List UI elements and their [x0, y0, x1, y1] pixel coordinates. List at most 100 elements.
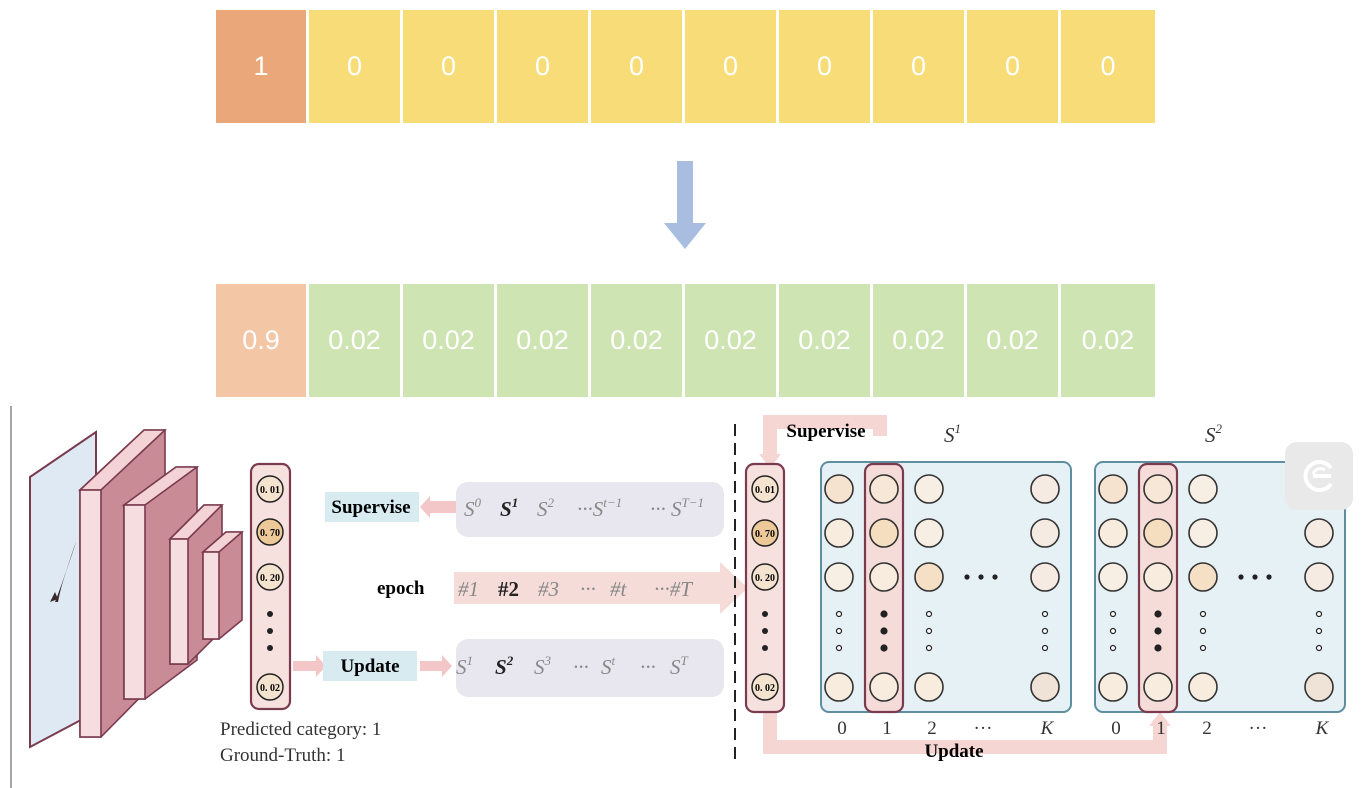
- smoothed-cell-6: 0.02: [779, 284, 873, 397]
- epoch-arrow: [454, 562, 748, 614]
- upd-seq-6: ST: [670, 653, 689, 679]
- m2-col-3: ···: [1249, 718, 1268, 739]
- arrow-head: [664, 223, 706, 249]
- matrix2-cell: [1188, 562, 1218, 592]
- right-prob-2: 0. 20: [755, 573, 775, 584]
- upd-seq-3: ···: [573, 655, 589, 679]
- matrix2-cell: [1143, 562, 1173, 592]
- one-hot-cell-7: 0: [873, 10, 967, 123]
- supervise-arrow: [420, 496, 456, 518]
- update-sequence-box: [456, 639, 724, 697]
- matrix1-cell: [869, 562, 899, 592]
- smoothed-cell-5: 0.02: [685, 284, 779, 397]
- supervise-label-bg: [325, 492, 419, 522]
- epoch-3: ···: [580, 577, 596, 601]
- matrix2-cell: [1188, 672, 1218, 702]
- right-probability-vector: 0. 01 0. 70 0. 20 0. 02: [744, 462, 786, 714]
- update-sequence: S1 S2 S3 ··· St ··· ST: [456, 653, 689, 679]
- m1-col-2: 2: [927, 718, 937, 739]
- smoothed-cell-3: 0.02: [497, 284, 591, 397]
- matrix2-title: S2: [1205, 421, 1223, 447]
- m1-col-0: 0: [837, 718, 847, 739]
- smoothed-cell-2: 0.02: [403, 284, 497, 397]
- right-update-label: Update: [924, 741, 983, 762]
- matrix1-cell: [824, 562, 854, 592]
- smoothed-cell-4: 0.02: [591, 284, 685, 397]
- update-arrow-left: [293, 655, 326, 677]
- upd-seq-0: S1: [456, 653, 473, 679]
- smoothed-cell-7: 0.02: [873, 284, 967, 397]
- matrix2-cell: [1098, 672, 1128, 702]
- self-distillation-diagram: 0. 01 0. 70 0. 20 0. 02 Supervise S0 S1 …: [10, 406, 1346, 788]
- epoch-1: #2: [498, 577, 519, 601]
- right-prob-3: 0. 02: [755, 683, 775, 694]
- matrix1-cell: [824, 474, 854, 504]
- epoch-5: ···#T: [654, 577, 693, 601]
- matrix1-cell: [1030, 474, 1060, 504]
- supervise-label: Supervise: [331, 497, 410, 518]
- update-label-bg: [323, 651, 417, 681]
- left-prob-3: 0. 02: [260, 683, 280, 694]
- matrix2-cell: [1143, 672, 1173, 702]
- soft-seq-1: S1: [500, 495, 518, 521]
- m1-col-1: 1: [882, 718, 892, 739]
- one-hot-cell-0: 1: [216, 10, 309, 123]
- upd-seq-1: S2: [495, 653, 514, 679]
- down-arrow-icon: [664, 161, 706, 249]
- soft-seq-3: ···St−1: [577, 495, 622, 521]
- caption-ground-truth: Ground-Truth: 1: [220, 745, 345, 766]
- one-hot-cell-8: 0: [967, 10, 1061, 123]
- matrix2-col-labels: 0 1 2 ··· K: [1111, 718, 1329, 739]
- left-prob-1: 0. 70: [260, 528, 280, 539]
- matrix2-cell: [1304, 562, 1334, 592]
- matrix2-cell: [1143, 474, 1173, 504]
- soft-label-matrix-1: [820, 461, 1072, 714]
- matrix1-title: S1: [944, 421, 961, 447]
- upd-seq-2: S3: [534, 653, 552, 679]
- m1-col-4: K: [1040, 718, 1055, 739]
- soft-seq-2: S2: [537, 495, 555, 521]
- matrix2-cell: [1188, 518, 1218, 548]
- right-supervise-label: Supervise: [786, 421, 865, 442]
- matrix2-cell: [1143, 518, 1173, 548]
- update-arrow-right: [420, 655, 452, 677]
- smoothed-cell-8: 0.02: [967, 284, 1061, 397]
- soft-seq-4: ··· ST−1: [650, 495, 704, 521]
- upd-seq-4: St: [601, 653, 616, 679]
- matrix1-cell: [914, 562, 944, 592]
- matrix2-cell: [1098, 562, 1128, 592]
- matrix2-cell: [1098, 474, 1128, 504]
- epoch-4: #t: [610, 577, 628, 601]
- matrix1-cell: [869, 672, 899, 702]
- m2-col-2: 2: [1202, 718, 1212, 739]
- supervise-loop-arrow: [763, 415, 887, 458]
- matrix1-cell: [914, 672, 944, 702]
- one-hot-cell-6: 0: [779, 10, 873, 123]
- soft-label-matrix-2: [1094, 461, 1346, 714]
- cnn-backbone: [77, 429, 245, 738]
- epoch-label: epoch: [377, 578, 425, 599]
- app-logo-icon: [1285, 442, 1353, 510]
- update-label: Update: [340, 656, 399, 677]
- epoch-2: #3: [538, 577, 559, 601]
- one-hot-cell-2: 0: [403, 10, 497, 123]
- soft-label-sequence-box: [456, 482, 724, 537]
- matrix2-cell: [1188, 474, 1218, 504]
- matrix1-cell: [1030, 518, 1060, 548]
- left-prob-2: 0. 20: [260, 573, 280, 584]
- matrix1-cell: [869, 474, 899, 504]
- epoch-sequence: #1 #2 #3 ··· #t ···#T: [458, 577, 693, 601]
- m1-col-3: ···: [974, 718, 993, 739]
- matrix1-col-labels: 0 1 2 ··· K: [837, 718, 1054, 739]
- update-loop-arrow: [763, 712, 1167, 754]
- smoothed-cell-1: 0.02: [309, 284, 403, 397]
- matrix1-cell: [1030, 672, 1060, 702]
- epoch-0: #1: [458, 577, 479, 601]
- smoothed-cell-9: 0.02: [1061, 284, 1155, 397]
- right-prob-0: 0. 01: [755, 485, 775, 496]
- matrix1-cell: [869, 518, 899, 548]
- smoothed-cell-0: 0.9: [216, 284, 309, 397]
- caption-predicted: Predicted category: 1: [220, 719, 381, 740]
